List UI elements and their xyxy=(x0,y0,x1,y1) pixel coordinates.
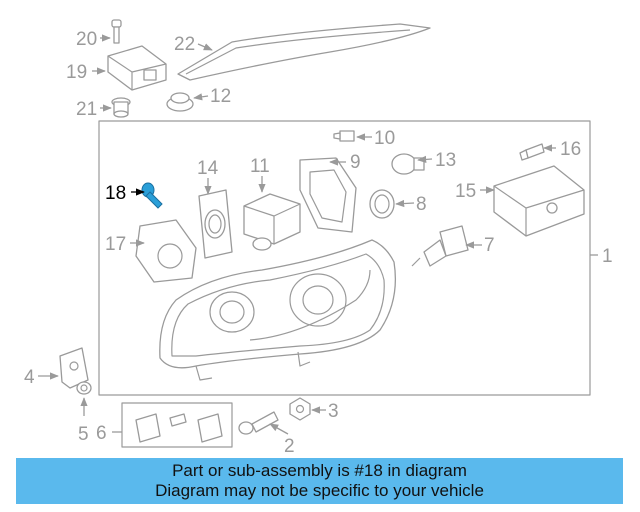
callout-11: 11 xyxy=(250,156,270,177)
part-1-headlamp xyxy=(159,239,397,381)
part-15-ballast xyxy=(493,165,585,237)
parts-diagram: 20 19 21 22 12 10 9 13 8 16 15 7 1 14 11… xyxy=(24,19,613,457)
callout-15: 15 xyxy=(455,181,476,202)
callout-1: 1 xyxy=(602,246,613,267)
callout-14: 14 xyxy=(197,158,219,179)
callout-5: 5 xyxy=(78,424,89,445)
part-19-module xyxy=(107,45,167,91)
info-banner: Part or sub-assembly is #18 in diagram D… xyxy=(16,458,623,504)
callout-21: 21 xyxy=(76,99,97,120)
part-2-bolt xyxy=(238,411,279,435)
callout-13: 13 xyxy=(435,150,456,171)
part-20-screw xyxy=(111,19,122,44)
banner-line-1: Part or sub-assembly is #18 in diagram xyxy=(172,461,467,480)
part-3-nut xyxy=(289,397,311,421)
part-11-motor xyxy=(243,193,301,251)
callout-12: 12 xyxy=(210,86,231,107)
part-14-adapter xyxy=(198,189,233,259)
callout-4: 4 xyxy=(24,367,35,388)
callout-18: 18 xyxy=(105,183,126,204)
part-17-cover xyxy=(135,219,197,283)
part-18-screw xyxy=(141,182,163,209)
part-13-bulb xyxy=(391,153,425,175)
callout-2: 2 xyxy=(284,436,295,457)
callout-10: 10 xyxy=(374,128,395,149)
callout-7: 7 xyxy=(484,235,495,256)
callout-6: 6 xyxy=(96,423,107,444)
callout-20: 20 xyxy=(76,29,97,50)
callout-labels: 20 19 21 22 12 10 9 13 8 16 15 7 1 14 11… xyxy=(24,29,613,457)
callout-16: 16 xyxy=(560,139,581,160)
banner-line-2: Diagram may not be specific to your vehi… xyxy=(155,481,484,500)
part-7-bulb xyxy=(411,225,469,267)
assembly-frame xyxy=(98,120,591,396)
part-22-trim-strip xyxy=(177,23,431,81)
callout-17: 17 xyxy=(105,234,126,255)
callout-3: 3 xyxy=(328,401,339,422)
part-10-bolt xyxy=(333,130,355,142)
part-9-bracket xyxy=(299,157,357,233)
part-6-kit xyxy=(121,402,233,448)
callout-8: 8 xyxy=(416,194,427,215)
callout-9: 9 xyxy=(350,152,361,173)
callout-22: 22 xyxy=(174,34,195,55)
part-8-socket xyxy=(369,189,395,219)
part-12-cap xyxy=(166,92,194,112)
part-21-grommet xyxy=(111,97,131,118)
callout-19: 19 xyxy=(66,62,87,83)
part-16-bolt xyxy=(519,143,545,161)
part-5-clip xyxy=(76,381,92,395)
